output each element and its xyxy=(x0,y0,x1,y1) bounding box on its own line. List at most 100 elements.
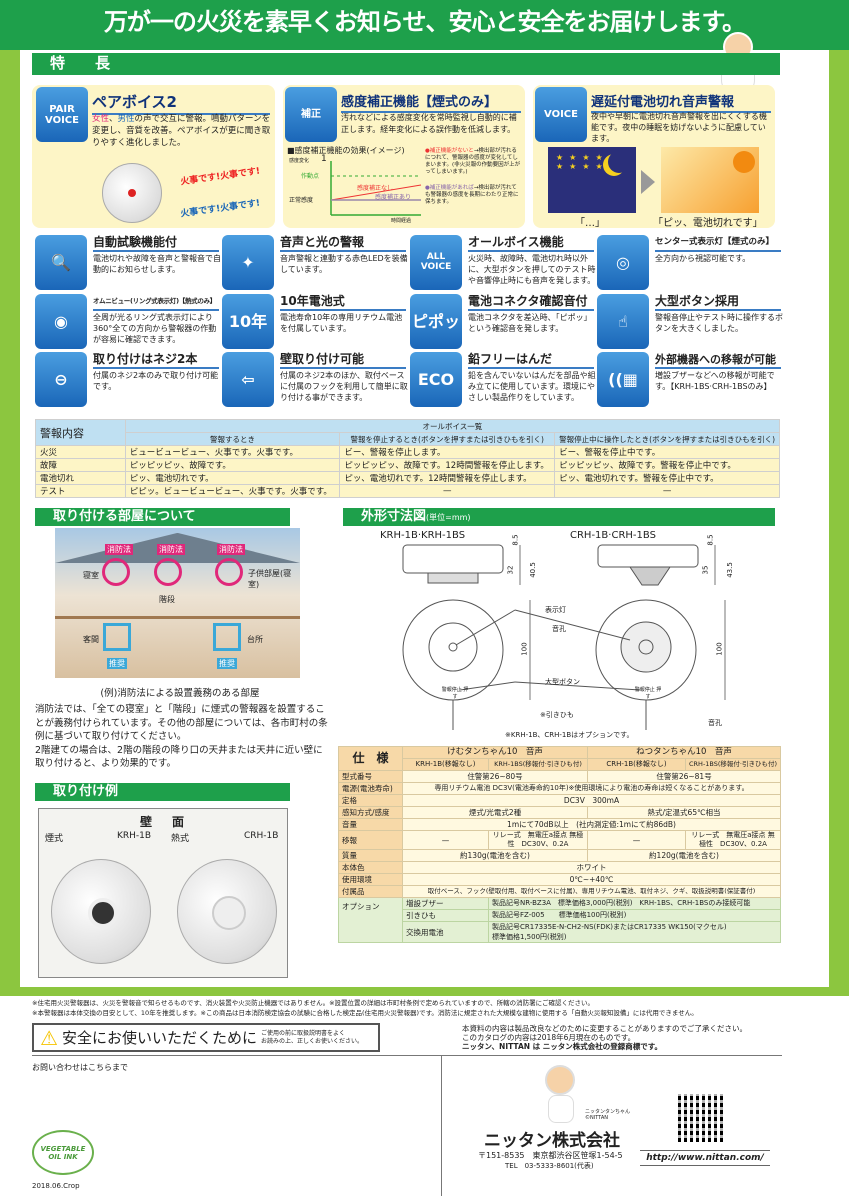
dim-value: 100 xyxy=(520,642,529,656)
diagram-y-label: 感度変化 xyxy=(289,158,310,164)
night-image: ★★★★★★★★ xyxy=(548,147,636,213)
feature-text: 付属のネジ2本のみで取り付け可能です。 xyxy=(93,371,219,391)
table-group-header: オールボイス一覧 xyxy=(124,419,781,433)
table-cell: — xyxy=(339,484,556,498)
feature-item: ◎ センター式表示灯【煙式のみ】 全方向から視認可能です。 xyxy=(597,235,782,290)
dim-value: 8.5 xyxy=(511,534,520,546)
rooms-text: 消防法では、「全ての寝室」と「階段」に煙式の警報器を設置することが義務付けられて… xyxy=(35,704,328,769)
smoke-detector-photo xyxy=(51,859,151,964)
model-header: KRH-1BS(移報付·引きひも付) xyxy=(487,758,589,771)
feature-item: ⊖ 取り付けはネジ2本 付属のネジ2本のみで取り付け可能です。 xyxy=(35,352,220,407)
spec-value: ホワイト xyxy=(401,861,782,874)
house-illustration: 消防法 消防法 消防法 推奨 推奨 寝室 階段 子供部屋(寝室) 客間 台所 xyxy=(55,528,300,678)
dim-value: 43.5 xyxy=(725,562,734,578)
two-screws-icon: ⊖ xyxy=(35,352,87,407)
table-cell: ピッ、電池切れです。警報を停止中です。 xyxy=(554,471,780,485)
rooms-caption: (例)消防法による設置義務のある部屋 xyxy=(100,688,260,699)
product-header: けむタンちゃん10 音声 xyxy=(401,746,589,759)
feature-title: 遅延付電池切れ音声警報 xyxy=(591,91,771,113)
diagram-threshold-label: 作動点 xyxy=(301,173,320,180)
dim-value: 32 xyxy=(506,565,515,575)
print-code: 2018.06.Crop xyxy=(32,1182,80,1190)
feature-text: 電池寿命10年の専用リチウム電池を付属しています。 xyxy=(280,313,403,333)
diagram-note-1: ●補正機能がないと→検出部が汚れるにつれて、警報器の感度が変化してしまいます。(… xyxy=(425,148,521,175)
wall-label: 壁 面 xyxy=(139,815,188,829)
law-circle xyxy=(102,558,130,586)
spec-label: 音量 xyxy=(338,818,403,831)
feature-title: 鉛フリーはんだ xyxy=(468,352,594,369)
feature-item: ピポッ 電池コネクタ確認音付 電池コネクタを差込時、「ピポッ」という確認音を発し… xyxy=(410,294,595,349)
left-side-stripe xyxy=(0,50,20,987)
table-corner-header: 警報内容 xyxy=(35,419,126,446)
footer-stripe xyxy=(0,987,849,996)
spec-label: 付属品 xyxy=(338,885,403,898)
spec-value: DC3V 300mA xyxy=(401,794,782,807)
spec-label: 使用環境 xyxy=(338,873,403,886)
feature-text: 夜中や早朝に電池切れ音声警報を出にくくする機能です。夜中の睡眠を妨げないように配… xyxy=(591,112,767,143)
spec-value: 1mにて70dB以上 (社内測定値:1mにて約86dB) xyxy=(401,818,782,831)
spec-value: — xyxy=(587,830,687,850)
company-url-link[interactable]: http://www.nittan.com/ xyxy=(640,1150,770,1166)
feature-pair-voice: PAIR VOICE ペアボイス2 女性、男性の声で交互に警報。鳴動パターンを変… xyxy=(32,85,275,228)
label-sound-hole: 音孔 xyxy=(552,625,566,633)
feature-text: 全周が光るリング式表示灯により360°全ての方向から警報器の作動が容易に確認でき… xyxy=(93,313,217,344)
feature-text: 女性、男性の声で交互に警報。鳴動パターンを変更し、音質を改善。ペアボイスが更に聞… xyxy=(92,114,271,148)
option-value: 製品記号NR-BZ3A 標準価格3,000円(税別) KRH-1BS、CRH-1… xyxy=(487,897,782,910)
line-without-correction xyxy=(330,184,422,201)
qr-code[interactable] xyxy=(675,1091,729,1145)
center-indicator-icon: ◎ xyxy=(597,235,649,290)
recommended-box xyxy=(103,623,131,651)
heat-model-label: CRH-1B xyxy=(244,831,279,841)
header-banner: 万が一の火災を素早くお知らせ、安心と安全をお届けします。 xyxy=(0,0,849,50)
voice-light-icon: ✦ xyxy=(222,235,274,290)
company-tel: TEL 03-5333-8601(代表) xyxy=(505,1162,594,1170)
dim-value: 8.5 xyxy=(706,534,715,546)
dim-right-model: CRH-1B·CRH-1BS xyxy=(570,530,656,541)
feature-sensitivity-correction: 補正 感度補正機能【煙式のみ】 汚れなどによる感度変化を常時監視し自動的に補正し… xyxy=(283,85,525,228)
all-voice-table: 警報内容オールボイス一覧 警報するとき警報を停止するとき(ボタンを押すまたは引き… xyxy=(35,419,781,498)
feature-title: 自動試験機能付 xyxy=(93,235,219,252)
option-name: 交換用電池 xyxy=(402,921,489,943)
pair-voice-icon: PAIR VOICE xyxy=(36,87,88,142)
right-side-stripe xyxy=(829,50,849,987)
company-name: ニッタン株式会社 xyxy=(484,1131,620,1151)
spec-value: 煙式/光電式2種 xyxy=(401,806,589,819)
all-voice-icon: ALL VOICE xyxy=(410,235,462,290)
diagram-normal-label: 正常感度 xyxy=(289,197,314,204)
table-cell: ビー、警報を停止します。 xyxy=(339,445,556,459)
diagram-y-top: 1 xyxy=(321,154,327,164)
left-side-view xyxy=(402,544,504,574)
diagram-note-2: ●補正機能があれば→検出部が汚れても警報器の感度を長期にわたり正常に保ちます。 xyxy=(425,185,519,205)
feature-title: 取り付けはネジ2本 xyxy=(93,352,219,369)
notes: ※住宅用火災警報器は、火災を警報音で知らせるものです、消火装置や火災防止機器では… xyxy=(32,999,698,1017)
self-test-icon: 🔍 xyxy=(35,235,87,290)
table-row: テストピピッ。ビュービュービュー、火事です。火事です。—— xyxy=(35,484,780,498)
row-label: 故障 xyxy=(35,458,126,472)
spec-label: 感知方式/感度 xyxy=(338,806,403,819)
spec-value: 住警第26~80号 xyxy=(401,770,589,783)
feature-text: 全方向から視認可能です。 xyxy=(655,254,751,263)
disclaimer: 本資料の内容は製品改良などのために変更することがありますのでご了承ください。この… xyxy=(462,1024,747,1051)
feature-item: ◉ オムニビュー(リング式表示灯)【熱式のみ】 全周が光るリング式表示灯により3… xyxy=(35,294,220,349)
mascot-image xyxy=(540,1065,580,1125)
features-heading: 特 長 xyxy=(32,53,780,75)
spec-value: 住警第26~81号 xyxy=(587,770,782,783)
spec-label: 本体色 xyxy=(338,861,403,874)
table-row: 電池切れピッ、電池切れです。ピッ、電池切れです。12時間警報を停止します。ピッ、… xyxy=(35,471,780,485)
feature-item: ✦ 音声と光の警報 音声警報と連動する赤色LEDを装備しています。 xyxy=(222,235,408,290)
morning-image xyxy=(661,147,759,213)
table-cell: ピッピッピッ、故障です。 xyxy=(124,458,341,472)
spec-corner: 仕 様 xyxy=(338,746,403,771)
recommended-tag: 推奨 xyxy=(217,658,237,669)
room-label: 台所 xyxy=(247,635,263,644)
table-cell: ビー、警報を停止中です。 xyxy=(554,445,780,459)
wall-mount-icon: ⇦ xyxy=(222,352,274,407)
voice-bubble-male: 火事です!火事です! xyxy=(179,198,261,220)
spec-label: 質量 xyxy=(338,849,403,862)
spec-value: 約120g(電池を含む) xyxy=(587,849,782,862)
label-pull-cord: ※引きひも xyxy=(540,711,574,719)
night-caption: 「…」 xyxy=(575,218,605,229)
recommended-tag: 推奨 xyxy=(107,658,127,669)
spec-value: 熱式/定温式65℃相当 xyxy=(587,806,782,819)
sensitivity-correction-icon: 補正 xyxy=(285,87,337,142)
